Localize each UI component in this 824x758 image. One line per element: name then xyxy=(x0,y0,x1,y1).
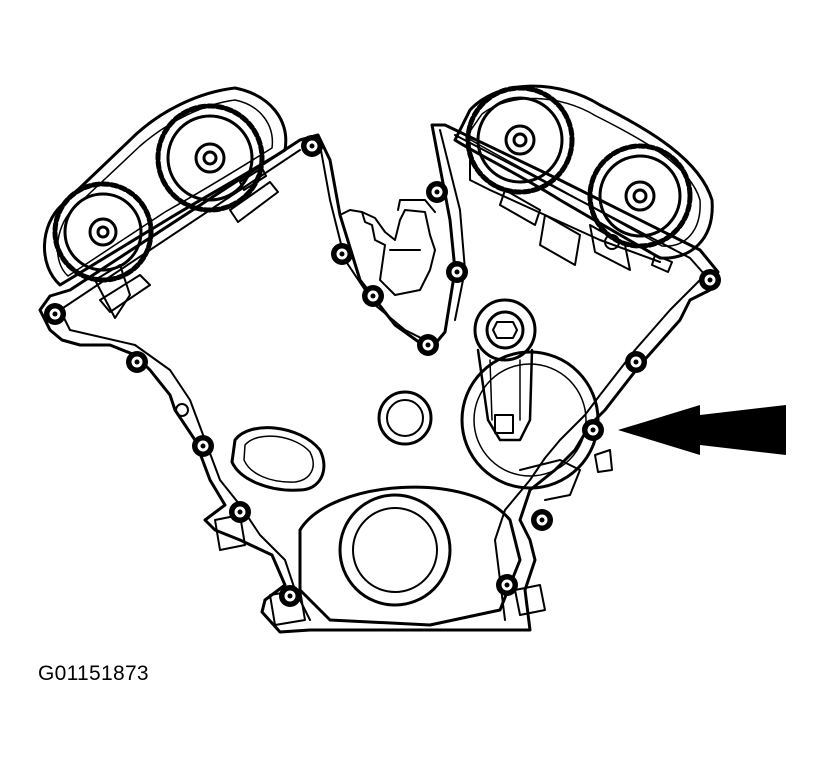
bolt-1 xyxy=(301,135,323,157)
cover-oval-port xyxy=(230,426,326,492)
bolt-2 xyxy=(44,303,66,325)
bolt-9 xyxy=(417,334,439,356)
cover-access-plug xyxy=(377,390,433,446)
bolt-4 xyxy=(192,435,214,457)
bolt-15 xyxy=(531,509,553,531)
belt-tensioner xyxy=(473,298,537,442)
lower-right-details xyxy=(514,449,613,616)
right-bracket-details xyxy=(499,189,673,273)
bolt-16 xyxy=(496,574,518,596)
bolt-3 xyxy=(126,351,148,373)
engine-valley xyxy=(339,199,436,296)
bolt-10 xyxy=(446,261,468,283)
left-cam-gear-lower xyxy=(52,181,154,283)
bolt-5 xyxy=(229,501,251,523)
idler-pulley xyxy=(460,350,600,490)
bolt-14 xyxy=(582,419,604,441)
bolt-6 xyxy=(279,585,301,607)
bolt-12 xyxy=(699,269,721,291)
left-bracket-details xyxy=(94,167,279,319)
crankshaft-seal xyxy=(298,485,522,627)
pointer-arrow xyxy=(618,405,786,455)
bolt-7 xyxy=(331,243,353,265)
bolt-13 xyxy=(625,351,647,373)
figure-id-label: G01151873 xyxy=(38,662,149,685)
bolt-11 xyxy=(426,181,448,203)
bolt-8 xyxy=(362,285,384,307)
right-cam-gear-upper xyxy=(465,85,575,195)
